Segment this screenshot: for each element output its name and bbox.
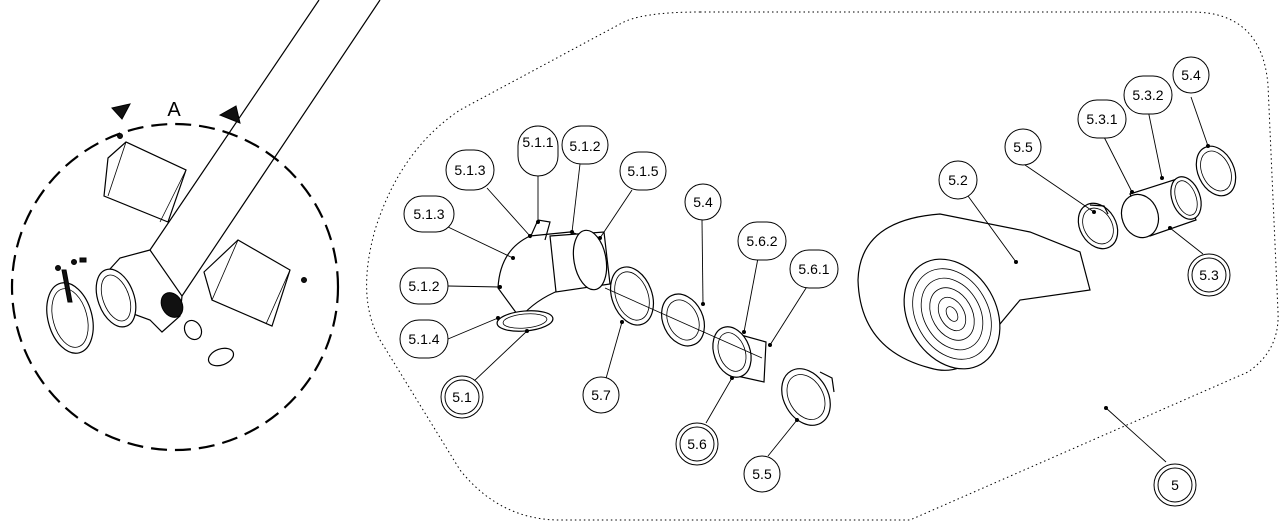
bolt-icon bbox=[71, 259, 77, 265]
elbow-upper-cuff bbox=[572, 229, 608, 291]
part-5-6-adapter bbox=[604, 287, 767, 383]
part-5-4-gasket bbox=[660, 293, 706, 347]
balloon-label: 5.3.2 bbox=[1132, 87, 1163, 103]
balloon-label: 5.3 bbox=[1199, 267, 1219, 283]
balloon-5-1-5: 5.1.5 bbox=[619, 151, 667, 191]
balloon-5-1-3-b: 5.1.3 bbox=[403, 195, 455, 233]
balloon-label: 5.1.5 bbox=[627, 163, 658, 179]
balloon-5-5-bottom: 5.5 bbox=[743, 455, 781, 493]
washer-icon bbox=[79, 257, 87, 263]
balloon-5-4-mid: 5.4 bbox=[684, 183, 722, 221]
balloon-5-4-right: 5.4 bbox=[1172, 56, 1210, 94]
leader-lines bbox=[447, 96, 1210, 463]
balloon-label: 5.1.3 bbox=[413, 206, 444, 222]
hose-fitting bbox=[183, 319, 203, 341]
balloon-label: 5.5 bbox=[1013, 139, 1033, 155]
balloon-5-7: 5.7 bbox=[582, 376, 620, 414]
elbow-nipple bbox=[529, 219, 551, 241]
balloon-label: 5.6.2 bbox=[746, 233, 777, 249]
pipe-clamp-ring bbox=[46, 282, 94, 354]
pipe-line-upper-right bbox=[181, 0, 381, 297]
balloon-label: 5.6.1 bbox=[798, 261, 829, 277]
part-5-5-clamp-top bbox=[1077, 202, 1119, 250]
balloon-5-1-3-a: 5.1.3 bbox=[445, 149, 495, 191]
balloon-5-3-1: 5.3.1 bbox=[1077, 99, 1127, 139]
balloon-label: 5.1.1 bbox=[522, 134, 553, 150]
part-5-2-silencer bbox=[857, 213, 1091, 371]
balloon-5-1-4: 5.1.4 bbox=[399, 319, 449, 359]
balloon-label: 5.1.4 bbox=[408, 331, 439, 347]
balloon-5: 5 bbox=[1153, 463, 1197, 507]
balloon-5-5-top: 5.5 bbox=[1004, 128, 1042, 166]
detail-boundary-circle bbox=[10, 122, 340, 452]
view-label: A bbox=[167, 99, 181, 121]
balloon-5-2: 5.2 bbox=[938, 160, 978, 200]
part-5-3-reducer bbox=[1120, 176, 1202, 239]
bolt-icon bbox=[301, 277, 307, 283]
center-axis-line bbox=[604, 287, 763, 359]
balloon-5-6-1: 5.6.1 bbox=[789, 249, 839, 289]
tee-outlet-inner bbox=[100, 274, 132, 322]
view-arrow-right bbox=[218, 105, 241, 124]
part-5-7-clamp bbox=[609, 266, 655, 326]
balloon-label: 5.1.3 bbox=[454, 162, 485, 178]
balloon-label: 5.4 bbox=[693, 194, 713, 210]
balloon-label: 5.1 bbox=[452, 389, 472, 405]
balloon-label: 5.7 bbox=[591, 387, 611, 403]
part-5-1-elbow bbox=[496, 219, 611, 332]
balloon-label: 5.4 bbox=[1181, 67, 1201, 83]
balloon-5-6: 5.6 bbox=[675, 422, 719, 466]
pipe-line-upper-left bbox=[149, 0, 320, 251]
bolt-icon bbox=[117, 133, 123, 139]
upper-bracket-plate bbox=[103, 141, 187, 223]
tee-outlet-ring bbox=[95, 268, 137, 328]
threaded-nipple bbox=[160, 292, 184, 318]
bolt-icon bbox=[55, 265, 61, 271]
small-clamp bbox=[207, 347, 235, 367]
balloon-5-3: 5.3 bbox=[1187, 253, 1231, 297]
balloon-label: 5.2 bbox=[948, 172, 968, 188]
balloon-5-1-2-left: 5.1.2 bbox=[399, 267, 449, 305]
balloon-5-6-2: 5.6.2 bbox=[737, 221, 787, 261]
balloon-5-3-2: 5.3.2 bbox=[1123, 75, 1173, 115]
lower-bracket-plate bbox=[203, 239, 291, 327]
elbow-bottom-cuff bbox=[496, 310, 554, 332]
part-5-5-clamp-bottom bbox=[781, 368, 835, 426]
balloon-label: 5.5 bbox=[752, 466, 772, 482]
balloon-5-1-2-top: 5.1.2 bbox=[561, 125, 609, 165]
balloon-label: 5.6 bbox=[687, 436, 707, 452]
clamp-strap bbox=[61, 269, 73, 303]
balloon-5-1: 5.1 bbox=[440, 375, 484, 419]
balloon-label: 5.3.1 bbox=[1086, 111, 1117, 127]
view-arrow-left bbox=[111, 103, 131, 120]
balloon-label: 5 bbox=[1171, 477, 1179, 493]
detail-view-a: A bbox=[10, 0, 381, 452]
balloon-label: 5.1.2 bbox=[569, 138, 600, 154]
balloon-label: 5.1.2 bbox=[408, 278, 439, 294]
silencer-end-face bbox=[903, 258, 1001, 370]
part-5-4-gasket-right bbox=[1195, 145, 1237, 197]
balloon-5-1-1: 5.1.1 bbox=[517, 125, 559, 177]
